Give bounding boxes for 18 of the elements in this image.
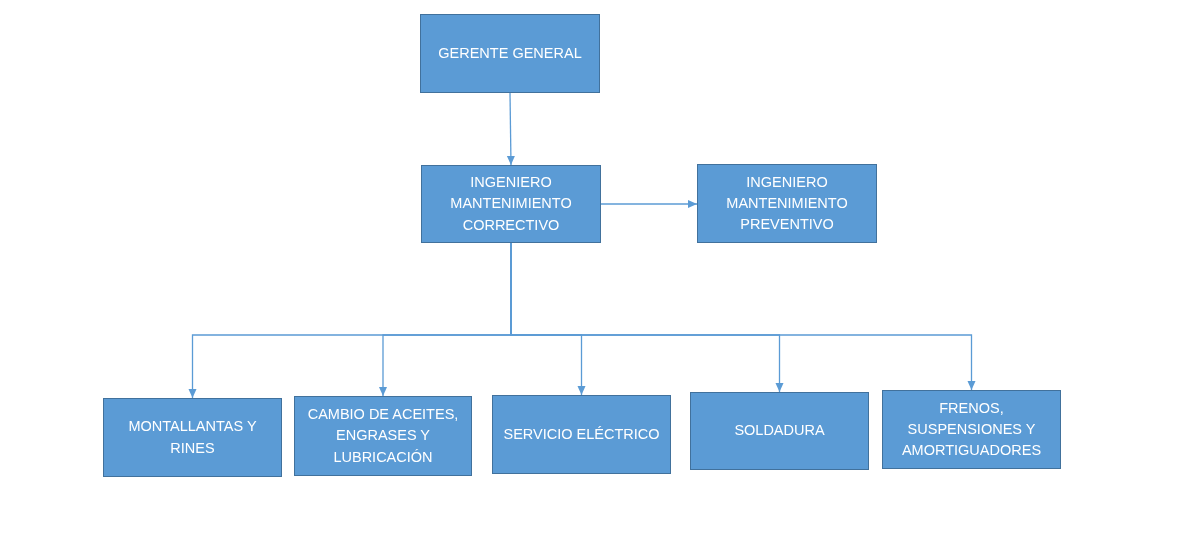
role-label: INGENIERO MANTENIMIENTO CORRECTIVO bbox=[449, 173, 573, 235]
arrow bbox=[600, 200, 698, 208]
role-label: MONTALLANTAS Y RINES bbox=[127, 417, 258, 458]
role-label: GERENTE GENERAL bbox=[438, 44, 582, 63]
arrow bbox=[506, 92, 515, 166]
org-box bbox=[697, 164, 877, 243]
role-label: FRENOS, SUSPENSIONES Y AMORTIGUADORES bbox=[900, 398, 1043, 460]
org-box bbox=[103, 398, 282, 477]
role-label: SOLDADURA bbox=[734, 421, 825, 441]
org-box bbox=[294, 396, 472, 476]
org-box bbox=[882, 390, 1061, 469]
role-label: INGENIERO MANTENIMIENTO PREVENTIVO bbox=[725, 172, 849, 234]
org-box bbox=[421, 165, 601, 243]
org-box bbox=[690, 392, 869, 470]
role-label: SERVICIO ELÉCTRICO bbox=[503, 425, 660, 444]
role-label: CAMBIO DE ACEITES, ENGRASES Y LUBRICACIÓN bbox=[306, 405, 460, 467]
org-box bbox=[492, 395, 671, 474]
org-box bbox=[420, 14, 600, 93]
